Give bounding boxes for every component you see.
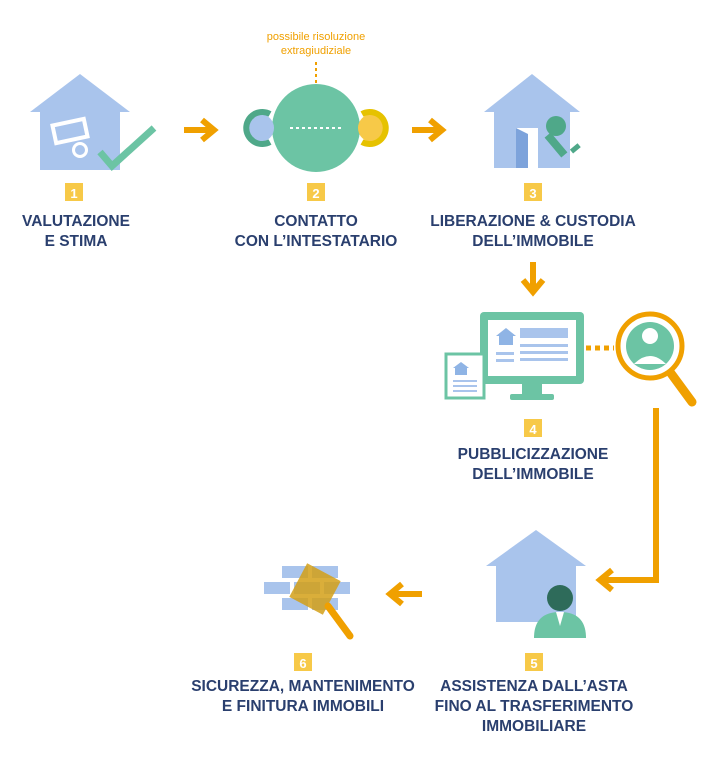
house-person-icon	[486, 530, 586, 638]
valuation-house-icon	[30, 74, 157, 172]
bricks-trowel-icon	[264, 563, 354, 640]
arrow-right-icon	[412, 117, 447, 143]
step-6-label-line-1: SICUREZZA, MANTENIMENTO	[191, 678, 415, 695]
newspaper-icon	[444, 352, 486, 400]
step-3-label-line-2: DELL’IMMOBILE	[472, 233, 593, 250]
step-4-label-line-1: PUBBLICIZZAZIONE	[458, 446, 609, 463]
step-4-label-line-2: DELL’IMMOBILE	[472, 466, 593, 483]
house-key-icon	[484, 74, 581, 168]
note-line-2: extragiudiziale	[281, 45, 351, 57]
step-1-number: 1	[70, 186, 77, 201]
connector-arrow-path	[600, 408, 659, 583]
step-5-label-line-3: IMMOBILIARE	[482, 718, 586, 735]
arrow-left-icon	[385, 581, 422, 607]
arrow-left-icon	[595, 567, 614, 593]
step-3-number: 3	[529, 186, 536, 201]
step-2-badge: 2	[307, 183, 325, 201]
step-4-badge: 4	[524, 419, 542, 437]
step-6-label-line-2: E FINITURA IMMOBILI	[222, 698, 384, 715]
arrow-right-icon	[184, 117, 219, 143]
step-4-number: 4	[529, 422, 537, 437]
magnifier-person-icon	[615, 311, 697, 407]
step-5-label-line-1: ASSISTENZA DALL’ASTA	[440, 678, 628, 695]
monitor-icon	[480, 312, 584, 400]
step-2-number: 2	[312, 186, 319, 201]
step-5-label-line-2: FINO AL TRASFERIMENTO	[435, 698, 634, 715]
step-5-number: 5	[530, 656, 537, 671]
step-1-badge: 1	[65, 183, 83, 201]
step-6-badge: 6	[294, 653, 312, 671]
step-1-label-line-1: VALUTAZIONE	[22, 213, 130, 230]
step-5-badge: 5	[525, 653, 543, 671]
step-3-badge: 3	[524, 183, 542, 201]
step-6-number: 6	[299, 656, 306, 671]
arrow-down-icon	[520, 262, 546, 297]
step-1-label-line-2: E STIMA	[45, 233, 108, 250]
step-3-label-line-1: LIBERAZIONE & CUSTODIA	[430, 213, 636, 230]
step-2-label-line-1: CONTATTO	[274, 213, 358, 230]
note-line-1: possibile risoluzione	[267, 31, 365, 43]
step-2-label-line-2: CON L’INTESTATARIO	[235, 233, 398, 250]
contact-icon	[243, 84, 389, 172]
